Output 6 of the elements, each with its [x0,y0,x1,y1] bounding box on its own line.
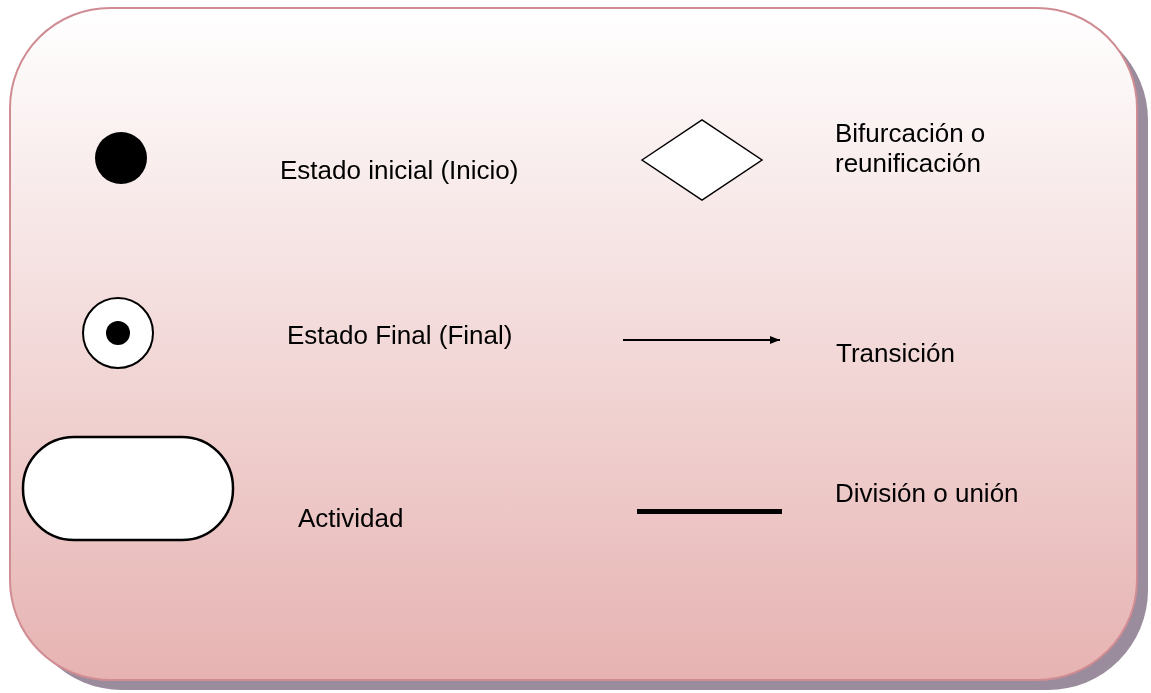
legend-label: Bifurcación o reunificación [835,118,987,178]
legend-label: División o unión [835,478,1020,508]
legend-label: Estado Final (Final) [287,320,514,350]
legend-label: Transición [836,338,956,368]
legend-label: Actividad [298,503,405,533]
legend-label: Estado inicial (Inicio) [280,155,520,185]
